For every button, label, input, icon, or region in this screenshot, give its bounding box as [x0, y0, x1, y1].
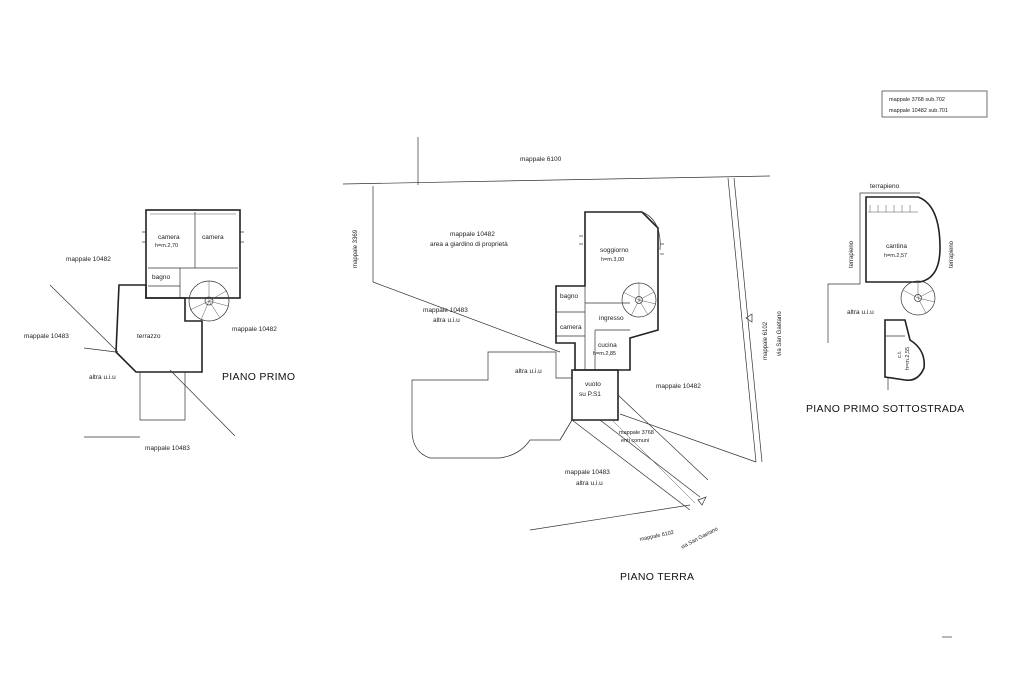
primo-camera-2-label: camera — [202, 234, 224, 241]
terra-ingresso-label: ingresso — [599, 315, 624, 322]
terra-mappale-3768: mappale 3768 — [619, 430, 654, 436]
primo-terrazzo-label: terrazzo — [137, 333, 161, 340]
sottostrada-ct-height: h=m.2,55 — [905, 347, 911, 370]
primo-building-outline — [145, 209, 241, 299]
piano-primo-title: PIANO PRIMO — [222, 371, 295, 383]
terra-camera-label: camera — [560, 324, 582, 331]
terra-lower-building — [411, 351, 573, 459]
piano-terra-plan: mappale 6100 mappale 3369 mappale 10482 … — [342, 137, 783, 583]
sottostrada-terrain-boundary — [827, 192, 920, 343]
terra-mappale-10482-garden: mappale 10482 — [450, 231, 495, 238]
terra-altra-uiu-1: altra u.i.u — [433, 317, 460, 324]
terra-boundary-top — [342, 175, 771, 185]
terra-mappale-6102-bottom: mappale 6102 — [639, 530, 674, 543]
terra-via-bottom: via San Gaetano — [680, 526, 719, 551]
terra-mappale-10483-bottom: mappale 10483 — [565, 469, 610, 476]
terra-mappale-6100: mappale 6100 — [520, 156, 562, 163]
sottostrada-ct-outline — [884, 319, 926, 382]
sottostrada-ct-label: c.t. — [897, 350, 903, 358]
sottostrada-terrapieno-top: terrapieno — [870, 183, 900, 190]
terra-cucina-label: cucina — [598, 342, 617, 349]
legend-line-1: mappale 3768 sub.702 — [889, 97, 945, 103]
terra-soggiorno-height: h=m.3,00 — [601, 257, 624, 263]
terra-cucina-height: h=m.2,85 — [593, 351, 616, 357]
terra-altra-uiu-2: altra u.i.u — [515, 368, 542, 375]
terra-altra-uiu-3: altra u.i.u — [576, 480, 603, 487]
primo-mappale-10482-left: mappale 10482 — [66, 256, 111, 263]
sottostrada-cantina-height: h=m.2,57 — [884, 253, 907, 259]
sottostrada-altra-uiu: altra u.i.u — [847, 309, 874, 316]
primo-terrace-outline — [115, 284, 203, 373]
terra-via-right: via San Gaetano — [777, 311, 783, 356]
primo-bagno-label: bagno — [152, 274, 170, 281]
terra-mappale-6102-right: mappale 6102 — [763, 321, 769, 360]
terra-mappale-3369: mappale 3369 — [353, 229, 359, 268]
terra-enti-comuni: enti comuni — [621, 438, 649, 444]
sottostrada-cantina-label: cantina — [886, 243, 907, 250]
piano-sottostrada-title: PIANO PRIMO SOTTOSTRADA — [806, 403, 964, 415]
terra-vuoto-sub: su P.S1 — [579, 391, 601, 398]
primo-camera-1-height: h=m.2,70 — [155, 243, 178, 249]
primo-mappale-10482-right: mappale 10482 — [232, 326, 277, 333]
legend-frame — [881, 90, 988, 118]
primo-altra-uiu: altra u.i.u — [89, 374, 116, 381]
terra-soggiorno-label: soggiorno — [600, 247, 629, 254]
sottostrada-terrapieno-left: terrapieno — [849, 240, 855, 268]
legend-line-2: mappale 10482 sub.701 — [889, 108, 948, 114]
terra-vuoto-label: vuoto — [585, 381, 601, 388]
primo-camera-1-label: camera — [158, 234, 180, 241]
primo-mappale-10483-left: mappale 10483 — [24, 333, 69, 340]
piano-primo-plan: camera h=m.2,70 camera bagno terrazzo ma… — [24, 209, 295, 452]
terra-mappale-10483-left: mappale 10483 — [423, 307, 468, 314]
primo-mappale-10483-bottom: mappale 10483 — [145, 445, 190, 452]
terra-mappale-10482-right: mappale 10482 — [656, 383, 701, 390]
piano-terra-title: PIANO TERRA — [620, 571, 694, 583]
legend-box: mappale 3768 sub.702 mappale 10482 sub.7… — [881, 90, 988, 118]
terra-garden-label: area a giardino di proprietà — [430, 241, 508, 248]
sottostrada-cantina-outline — [865, 196, 941, 283]
piano-sottostrada-plan: terrapieno terrapieno terrapieno cantina… — [806, 183, 964, 415]
sottostrada-terrapieno-right: terrapieno — [949, 240, 955, 268]
terra-bagno-label: bagno — [560, 293, 578, 300]
